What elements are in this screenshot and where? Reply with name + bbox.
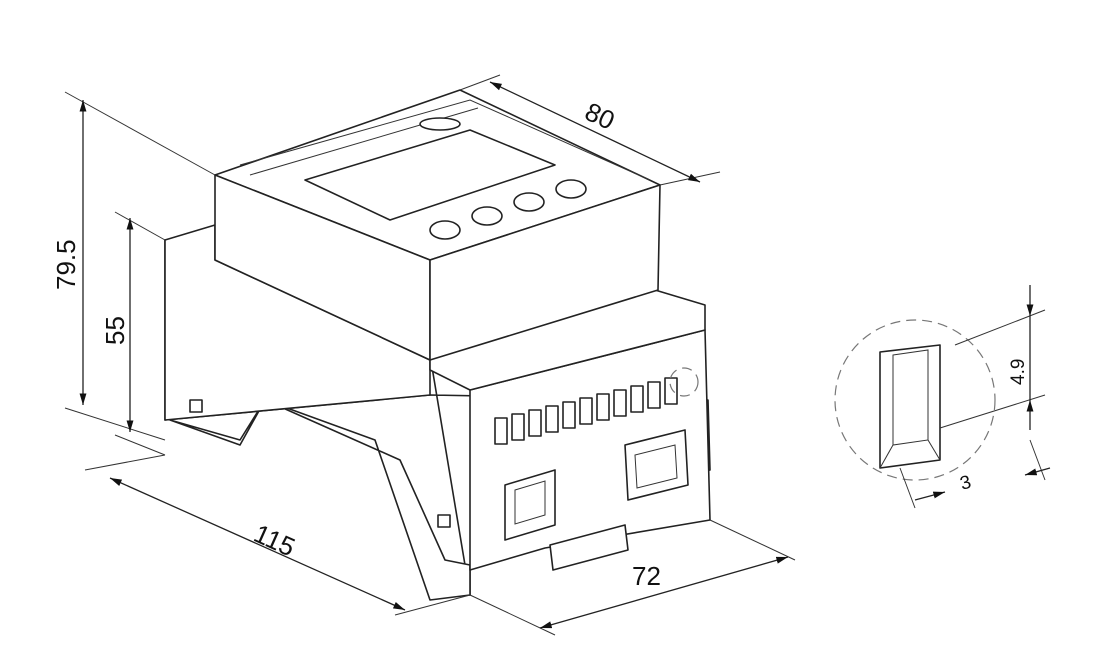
indicator-led [419, 117, 461, 131]
button-3 [513, 192, 545, 212]
height-total-label: 79.5 [51, 239, 81, 290]
meter-device [164, 89, 711, 601]
slot-height-label: 4.9 [1008, 359, 1029, 385]
device-upper-front [429, 184, 661, 361]
button-row [429, 179, 587, 240]
rj45-port-right [624, 429, 689, 501]
rj45-port-left [504, 469, 556, 541]
depth-label: 80 [580, 96, 619, 135]
dimension-lines [64, 74, 796, 636]
button-2 [471, 206, 503, 226]
slot-width-label: 3 [958, 472, 974, 495]
din-rail-clip-side [169, 399, 471, 601]
slot-detail: 4.9 3 [834, 285, 1051, 509]
button-1 [429, 220, 461, 240]
button-4 [555, 179, 587, 199]
length-label: 115 [250, 518, 300, 562]
width-label: 72 [632, 561, 661, 591]
height-body-label: 55 [100, 316, 130, 345]
terminal-slots [494, 367, 699, 445]
